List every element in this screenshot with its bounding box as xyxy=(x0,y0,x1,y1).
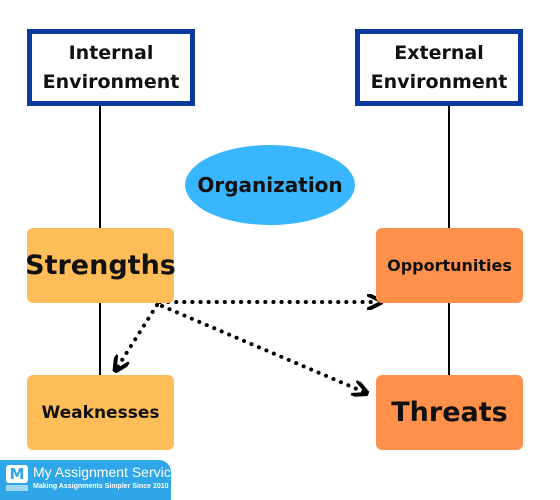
external-environment-box: External Environment xyxy=(355,29,523,106)
weaknesses-label: Weaknesses xyxy=(41,402,160,423)
internal-environment-label: Internal Environment xyxy=(42,41,180,93)
brand-name: My Assignment Services xyxy=(33,464,186,480)
threats-box: Threats xyxy=(376,375,523,450)
organization-label: Organization xyxy=(197,173,343,197)
strengths-to-threats-arrow xyxy=(160,304,364,392)
strengths-box: Strengths xyxy=(25,228,176,303)
threats-label: Threats xyxy=(391,397,508,428)
brand-tagline: Making Assignments Simpler Since 2010 xyxy=(33,483,169,490)
brand-watermark: M My Assignment Services Making Assignme… xyxy=(0,460,186,500)
organization-ellipse: Organization xyxy=(185,145,355,225)
strengths-to-weaknesses-arrow xyxy=(117,303,159,368)
opportunities-label: Opportunities xyxy=(387,256,512,275)
internal-environment-box: Internal Environment xyxy=(27,29,195,106)
external-environment-label: External Environment xyxy=(370,41,508,93)
assignment-logo-icon: M xyxy=(6,465,28,483)
strengths-label: Strengths xyxy=(25,250,176,281)
opportunities-box: Opportunities xyxy=(376,228,523,303)
logo-books-icon xyxy=(6,485,28,491)
weaknesses-box: Weaknesses xyxy=(27,375,174,450)
